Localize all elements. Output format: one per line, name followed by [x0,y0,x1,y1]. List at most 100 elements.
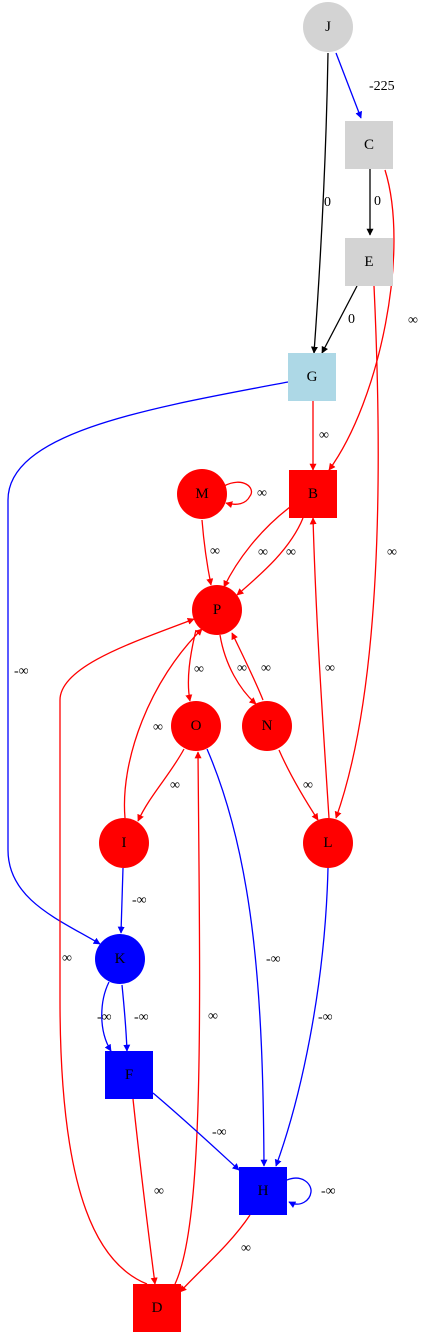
edge-line [335,52,363,119]
node-box [105,1051,153,1099]
edge-c-e: 0 [366,169,381,236]
edge-line [310,52,329,354]
edge-label: ∞ [170,778,180,793]
node-box [288,353,336,401]
edge-label: ∞ [261,661,271,676]
node-l: L [303,818,353,868]
edge-c-b: ∞ [328,169,418,471]
node-box [289,470,337,518]
edge-label: ∞ [286,545,296,560]
edge-b-p-2: ∞ [236,517,304,596]
edge-line [278,749,319,821]
edge-line [179,1214,251,1293]
edge-label: -∞ [212,1125,227,1140]
edge-f-d: ∞ [132,1098,164,1285]
edge-line [59,618,195,1285]
edge-label: ∞ [208,1009,218,1024]
edge-d-o: ∞ [174,751,218,1285]
node-circle [303,818,353,868]
node-circle [192,585,242,635]
node-circle [95,934,145,984]
node-label: K [115,951,126,967]
edge-line [274,867,329,1167]
edge-p-n: ∞ [219,634,257,705]
edge-e-l: ∞ [334,285,397,819]
node-c: C [345,121,393,169]
node-label: E [364,254,373,270]
edge-label: -∞ [14,664,29,679]
node-label: O [191,718,202,734]
edge-line [7,381,289,945]
edge-line [123,628,203,819]
node-circle [303,2,353,52]
node-k: K [95,934,145,984]
edge-label: 0 [348,312,355,327]
edge-label: ∞ [62,951,72,966]
edge-o-i: ∞ [137,748,185,822]
edge-line [223,506,291,588]
edge-label: -∞ [97,1010,112,1025]
node-label: J [325,19,331,35]
edge-label: ∞ [325,661,335,676]
edge-line [309,517,330,819]
node-box [345,121,393,169]
node-label: N [262,718,273,734]
node-b: B [289,470,337,518]
node-circle [177,469,227,519]
edge-line [219,634,257,705]
edge-o-h: -∞ [206,748,281,1167]
node-label: M [195,486,208,502]
edge-line [223,481,253,509]
edge-line [121,984,131,1052]
node-h: H [239,1167,287,1215]
edge-label: ∞ [319,428,329,443]
edge-e-g: 0 [321,285,358,354]
edge-h-h: -∞ [286,1177,336,1208]
node-j: J [303,2,353,52]
edge-line [152,1092,240,1171]
node-label: H [258,1183,269,1199]
node-label: F [125,1067,133,1083]
edge-label: -∞ [321,1184,336,1199]
edge-g-b: ∞ [309,401,329,471]
edge-line [101,981,112,1052]
node-g: G [288,353,336,401]
edge-label: -∞ [266,952,281,967]
edge-l-b: ∞ [309,517,335,819]
edge-line [334,285,379,819]
edge-m-p: ∞ [201,519,220,586]
edge-d-p: ∞ [59,618,195,1285]
edge-line [206,748,268,1167]
node-circle [242,701,292,751]
edge-line [137,748,185,822]
edge-label: -∞ [132,893,147,908]
edge-g-k: -∞ [7,381,289,945]
edge-line [132,1098,158,1285]
node-label: P [213,602,221,618]
edge-label: -∞ [318,1010,333,1025]
edge-n-p: ∞ [231,632,271,701]
node-m: M [177,469,227,519]
edge-line [236,517,304,596]
edge-label: ∞ [258,545,268,560]
edge-h-d: ∞ [179,1214,251,1293]
edge-label: ∞ [408,313,418,328]
edge-f-h: -∞ [152,1092,240,1171]
node-o: O [171,701,221,751]
node-circle [171,701,221,751]
node-f: F [105,1051,153,1099]
edge-i-p: ∞ [123,628,203,819]
edge-b-p-1: ∞ [223,506,291,588]
edge-label: 0 [374,194,381,209]
edge-line [286,1177,312,1208]
edge-k-f-1: -∞ [97,981,112,1052]
node-d: D [133,1284,181,1332]
edge-label: ∞ [194,662,204,677]
node-box [239,1167,287,1215]
node-label: C [364,137,374,153]
edge-label: -225 [369,79,395,94]
node-box [345,238,393,286]
edge-label: ∞ [237,661,247,676]
